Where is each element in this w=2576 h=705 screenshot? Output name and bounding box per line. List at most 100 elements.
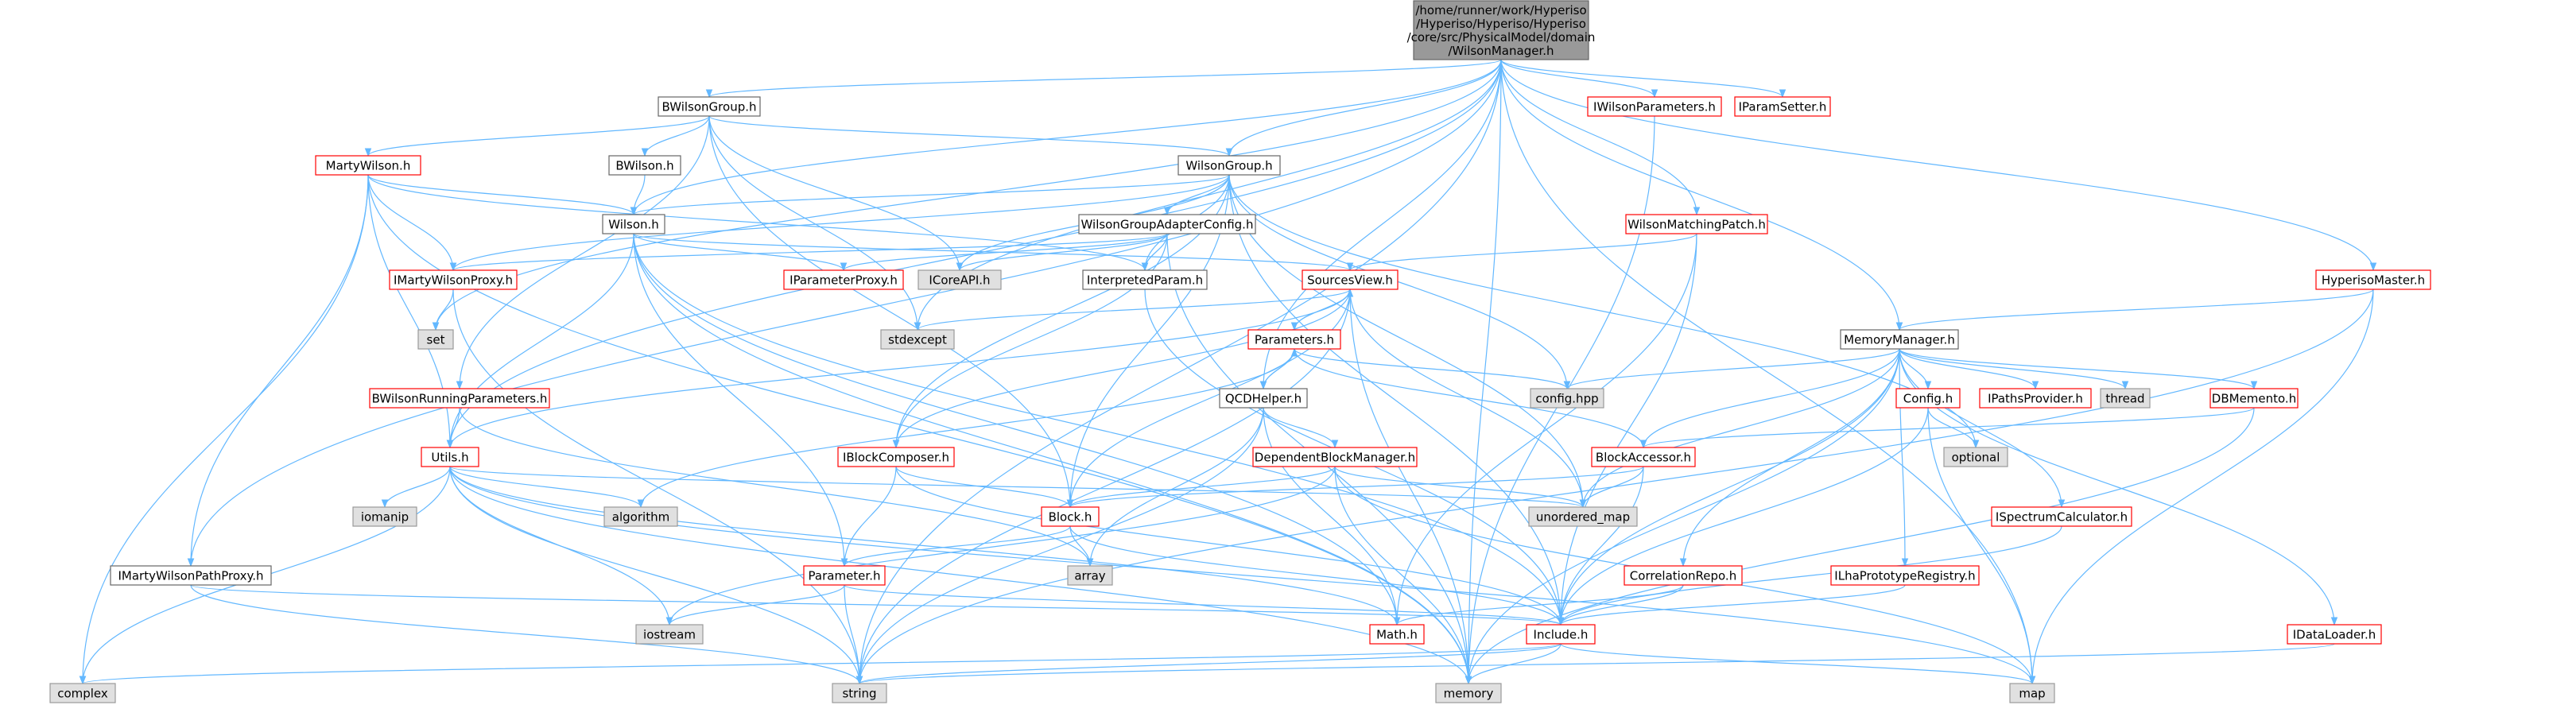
- edge-dbmemento-to-blockaccessor: [1640, 407, 2255, 449]
- node-dependentblockmanager[interactable]: DependentBlockManager.h: [1252, 447, 1418, 467]
- node-imartywilsonpathproxy[interactable]: IMartyWilsonPathProxy.h: [110, 565, 272, 586]
- node-interpretedparam[interactable]: InterpretedParam.h: [1082, 269, 1208, 290]
- node-root[interactable]: /home/runner/work/Hyperiso/Hyperiso/Hype…: [1407, 0, 1596, 60]
- node-iwilsonparameters[interactable]: IWilsonParameters.h: [1587, 96, 1722, 117]
- edge-memorymanager-to-dbmemento: [1899, 348, 2258, 390]
- node-icoreapi: ICoreAPI.h: [918, 269, 1002, 290]
- node-box-memorymanager: [1840, 329, 1959, 350]
- edge-memorymanager-to-ispectrumcalculator: [1899, 348, 2066, 509]
- node-label-iblockcomposer: IBlockComposer.h: [843, 451, 949, 465]
- edge-martywilson-to-wilson: [367, 174, 638, 216]
- node-optional: optional: [1943, 447, 2008, 467]
- node-label-iparamsetter: IParamSetter.h: [1739, 100, 1827, 114]
- edge-include-to-memory: [1465, 643, 1562, 685]
- edge-root-to-imartywilsonpathproxy: [187, 59, 1502, 567]
- node-dbmemento[interactable]: DBMemento.h: [2209, 388, 2299, 409]
- node-bwilson[interactable]: BWilson.h: [608, 155, 681, 176]
- node-ilhaprototyperegistry[interactable]: ILhaPrototypeRegistry.h: [1830, 565, 1980, 586]
- edge-include-to-map: [1560, 643, 2036, 685]
- node-box-block: [1041, 506, 1100, 527]
- node-configh[interactable]: Config.h: [1895, 388, 1961, 409]
- node-wilsongroup[interactable]: WilsonGroup.h: [1177, 155, 1281, 176]
- edge-root-to-string: [855, 59, 1502, 685]
- edge-block-to-parameter: [840, 525, 1071, 567]
- edge-parameter-to-include: [844, 584, 1564, 626]
- edge-hyperisomaster-to-map: [2028, 289, 2374, 685]
- edge-martywilson-to-complex: [79, 174, 369, 685]
- edge-wilson-to-math: [633, 233, 1401, 626]
- node-bwilsonrunningparameters[interactable]: BWilsonRunningParameters.h: [369, 388, 550, 409]
- edge-memorymanager-to-ipathsprovider: [1899, 348, 2039, 390]
- node-box-utils: [421, 447, 479, 467]
- edge-wilson-to-sourcesview: [633, 233, 1353, 272]
- node-wilsonmatchingpatch[interactable]: WilsonMatchingPatch.h: [1625, 214, 1768, 234]
- node-label-unorderedmap: unordered_map: [1536, 510, 1630, 525]
- node-iparamsetter[interactable]: IParamSetter.h: [1734, 96, 1831, 117]
- edge-martywilson-to-imartywilsonpathproxy: [187, 174, 369, 567]
- node-string: string: [832, 683, 887, 703]
- node-box-array: [1067, 565, 1113, 586]
- node-ipathsprovider[interactable]: IPathsProvider.h: [1979, 388, 2092, 409]
- edge-wilsongroup-to-wilsongroupadapterconfig: [1163, 174, 1230, 216]
- edge-blockaccessor-to-unorderedmap: [1579, 466, 1644, 509]
- node-confighpp: config.hpp: [1530, 388, 1604, 409]
- edge-qcdhelper-to-string: [855, 407, 1264, 685]
- edge-root-to-wilsonmatchingpatch: [1500, 59, 1701, 216]
- node-thread: thread: [2100, 388, 2151, 409]
- node-parameters[interactable]: Parameters.h: [1247, 329, 1341, 350]
- node-bwilsongroup[interactable]: BWilsonGroup.h: [658, 96, 761, 117]
- edge-bwilsonrunningparameters-to-array: [459, 407, 1094, 567]
- node-iblockcomposer[interactable]: IBlockComposer.h: [837, 447, 955, 467]
- node-ispectrumcalculator[interactable]: ISpectrumCalculator.h: [1991, 506, 2132, 527]
- node-box-blockaccessor: [1591, 447, 1696, 467]
- edge-idataloader-to-string: [856, 643, 2335, 685]
- node-parameter[interactable]: Parameter.h: [803, 565, 886, 586]
- edge-correlationrepo-to-include: [1557, 584, 1684, 626]
- node-blockaccessor[interactable]: BlockAccessor.h: [1591, 447, 1696, 467]
- node-iparameterproxy[interactable]: IParameterProxy.h: [783, 269, 904, 290]
- node-box-thread: [2100, 388, 2151, 409]
- edge-root-to-iwilsonparameters: [1500, 59, 1658, 99]
- node-include[interactable]: Include.h: [1526, 624, 1596, 645]
- edge-imartywilsonproxy-to-set: [432, 289, 454, 331]
- edge-include-to-complex: [80, 643, 1562, 685]
- node-label-parameter: Parameter.h: [809, 569, 881, 583]
- edge-wilsongroupadapterconfig-to-iparameterproxy: [840, 233, 1168, 272]
- node-stdexcept: stdexcept: [880, 329, 955, 350]
- node-box-correlationrepo: [1624, 565, 1743, 586]
- node-unorderedmap: unordered_map: [1528, 506, 1638, 527]
- edge-wilsongroupadapterconfig-to-icoreapi: [956, 233, 1168, 272]
- node-label-bwilson: BWilson.h: [615, 159, 673, 173]
- edge-bwilsonrunningparameters-to-utils: [446, 407, 460, 449]
- node-label-optional: optional: [1952, 451, 2000, 465]
- node-hyperisomaster[interactable]: HyperisoMaster.h: [2315, 269, 2431, 290]
- node-math[interactable]: Math.h: [1369, 624, 1425, 645]
- node-sourcesview[interactable]: SourcesView.h: [1302, 269, 1399, 290]
- node-qcdhelper[interactable]: QCDHelper.h: [1219, 388, 1308, 409]
- node-box-optional: [1943, 447, 2008, 467]
- node-idataloader[interactable]: IDataLoader.h: [2287, 624, 2382, 645]
- node-label-bwilsongroup: BWilsonGroup.h: [661, 100, 756, 114]
- node-correlationrepo[interactable]: CorrelationRepo.h: [1624, 565, 1743, 586]
- node-label-root: /home/runner/work/Hyperiso: [1415, 3, 1586, 17]
- node-block[interactable]: Block.h: [1041, 506, 1100, 527]
- node-wilsongroupadapterconfig[interactable]: WilsonGroupAdapterConfig.h: [1078, 214, 1256, 234]
- node-set: set: [417, 329, 454, 350]
- node-label-confighpp: config.hpp: [1535, 392, 1598, 406]
- edge-wilson-to-parameter: [633, 233, 848, 567]
- edge-dependentblockmanager-to-iostream: [665, 466, 1336, 626]
- node-iostream: iostream: [635, 624, 704, 645]
- node-label-ilhaprototyperegistry: ILhaPrototypeRegistry.h: [1834, 569, 1975, 583]
- edge-wilsongroup-to-wilson: [630, 174, 1230, 216]
- node-memorymanager[interactable]: MemoryManager.h: [1840, 329, 1959, 350]
- node-array: array: [1067, 565, 1113, 586]
- node-utils[interactable]: Utils.h: [421, 447, 479, 467]
- node-label-complex: complex: [57, 687, 108, 701]
- edge-qcdhelper-to-dependentblockmanager: [1263, 407, 1339, 449]
- edge-memorymanager-to-configh: [1899, 348, 1932, 390]
- node-wilson[interactable]: Wilson.h: [602, 214, 665, 234]
- node-martywilson[interactable]: MartyWilson.h: [315, 155, 421, 176]
- node-box-iparamsetter: [1734, 96, 1831, 117]
- node-imartywilsonproxy[interactable]: IMartyWilsonProxy.h: [389, 269, 518, 290]
